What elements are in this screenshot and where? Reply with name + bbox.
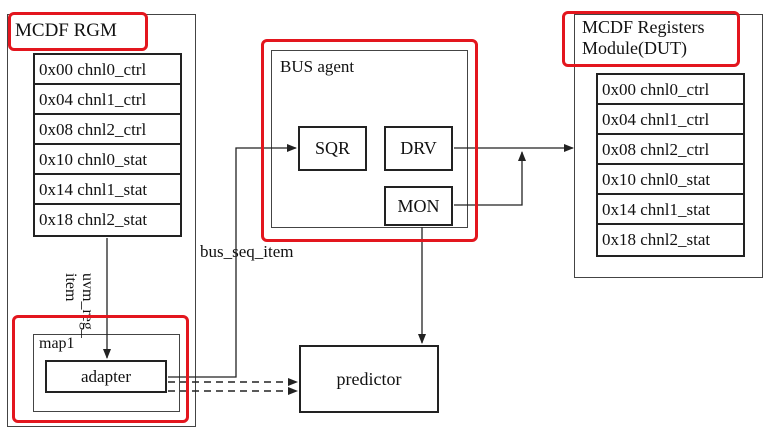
highlight-map1 bbox=[12, 315, 189, 423]
dut-register-row: 0x10 chnl0_stat bbox=[598, 165, 743, 195]
highlight-dut-title bbox=[562, 11, 740, 67]
rgm-register-row: 0x10 chnl0_stat bbox=[35, 145, 180, 175]
drv-box: DRV bbox=[384, 126, 453, 171]
sqr-box: SQR bbox=[298, 126, 367, 171]
dut-register-row: 0x08 chnl2_ctrl bbox=[598, 135, 743, 165]
dut-register-row: 0x00 chnl0_ctrl bbox=[598, 75, 743, 105]
dut-register-row: 0x18 chnl2_stat bbox=[602, 230, 711, 249]
adapter-box: adapter bbox=[45, 360, 167, 393]
rgm-register-row: 0x08 chnl2_ctrl bbox=[35, 115, 180, 145]
bus-seq-item-label: bus_seq_item bbox=[200, 242, 294, 261]
mon-box: MON bbox=[384, 186, 453, 226]
highlight-bus-agent bbox=[261, 39, 478, 242]
dut-register-row: 0x04 chnl1_ctrl bbox=[598, 105, 743, 135]
adapter-to-sqr-arrow bbox=[168, 144, 297, 378]
dut-register-row: 0x14 chnl1_stat bbox=[598, 195, 743, 225]
rgm-register-row: 0x14 chnl1_stat bbox=[35, 175, 180, 205]
predictor-box: predictor bbox=[299, 345, 439, 413]
rgm-register-row: 0x18 chnl2_stat bbox=[39, 210, 148, 229]
map1-label: map1 bbox=[39, 335, 75, 352]
rgm-title: MCDF RGM bbox=[15, 20, 117, 41]
rgm-register-row: 0x04 chnl1_ctrl bbox=[35, 85, 180, 115]
dut-title-line1: MCDF Registers bbox=[582, 17, 705, 37]
highlight-rgm-title bbox=[8, 12, 148, 51]
rgm-register-table: 0x00 chnl0_ctrl 0x04 chnl1_ctrl 0x08 chn… bbox=[33, 53, 182, 237]
bus-agent-title: BUS agent bbox=[280, 57, 355, 76]
dut-title-line2: Module(DUT) bbox=[582, 38, 687, 58]
dut-register-table: 0x00 chnl0_ctrl 0x04 chnl1_ctrl 0x08 chn… bbox=[596, 73, 745, 257]
rgm-register-row: 0x00 chnl0_ctrl bbox=[35, 55, 180, 85]
